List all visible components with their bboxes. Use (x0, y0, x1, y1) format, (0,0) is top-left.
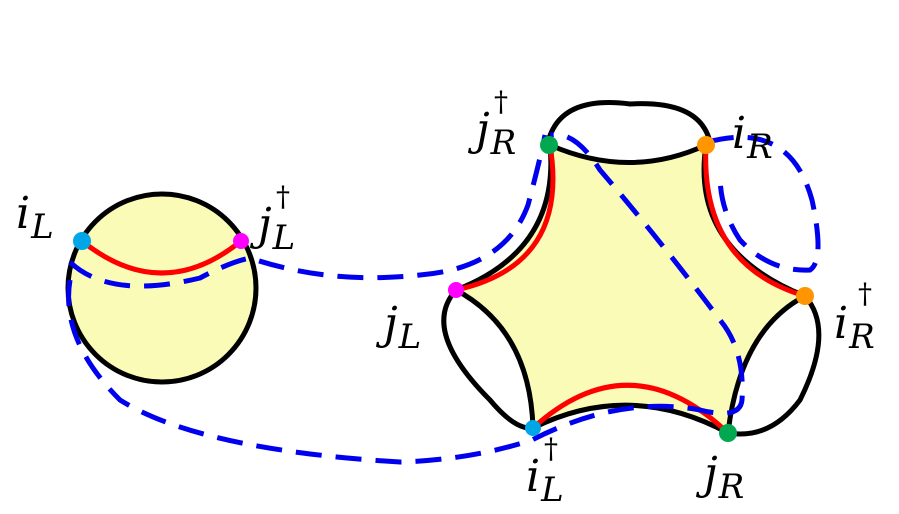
dashed-right-loop (707, 134, 821, 273)
label-j-L-dagger: j†L (258, 180, 296, 258)
point-i-R (697, 136, 715, 154)
boundary-bottom (531, 402, 730, 436)
label-i-L-dagger: i†L (526, 432, 564, 510)
hole-left (441, 288, 534, 431)
label-j-R-dagger: j†R (476, 85, 517, 163)
point-i-L-dagger (525, 420, 541, 436)
red-curve-upper-right (703, 144, 806, 299)
dashed-upper-link (68, 134, 548, 289)
marked-points (73, 136, 814, 442)
point-i-R-dagger (796, 287, 814, 305)
boundary-top-inner (548, 142, 708, 165)
boundary-lower-right (725, 293, 807, 434)
left-disk-fill (65, 191, 259, 385)
point-j-L (448, 282, 464, 298)
boundary-lower-left (454, 287, 536, 429)
point-i-L (73, 232, 91, 250)
blue-dashed-curves (66, 131, 821, 465)
label-j-L: jL (384, 298, 422, 357)
point-j-R (719, 424, 737, 442)
hole-top (545, 100, 713, 143)
dashed-lower-link (66, 131, 745, 465)
right-surface (441, 100, 822, 437)
label-i-L: iL (16, 188, 54, 247)
right-surface-fill (456, 145, 805, 433)
label-j-R: jR (704, 448, 745, 507)
hole-right (727, 294, 822, 437)
left-red-geodesic (80, 239, 243, 276)
label-i-R: iR (732, 108, 773, 167)
point-j-R-dagger (540, 136, 558, 154)
left-disk (65, 191, 259, 385)
point-j-L-dagger (233, 233, 249, 249)
label-i-R-dagger: i†R (834, 277, 875, 357)
red-curve-upper-left (455, 144, 556, 293)
